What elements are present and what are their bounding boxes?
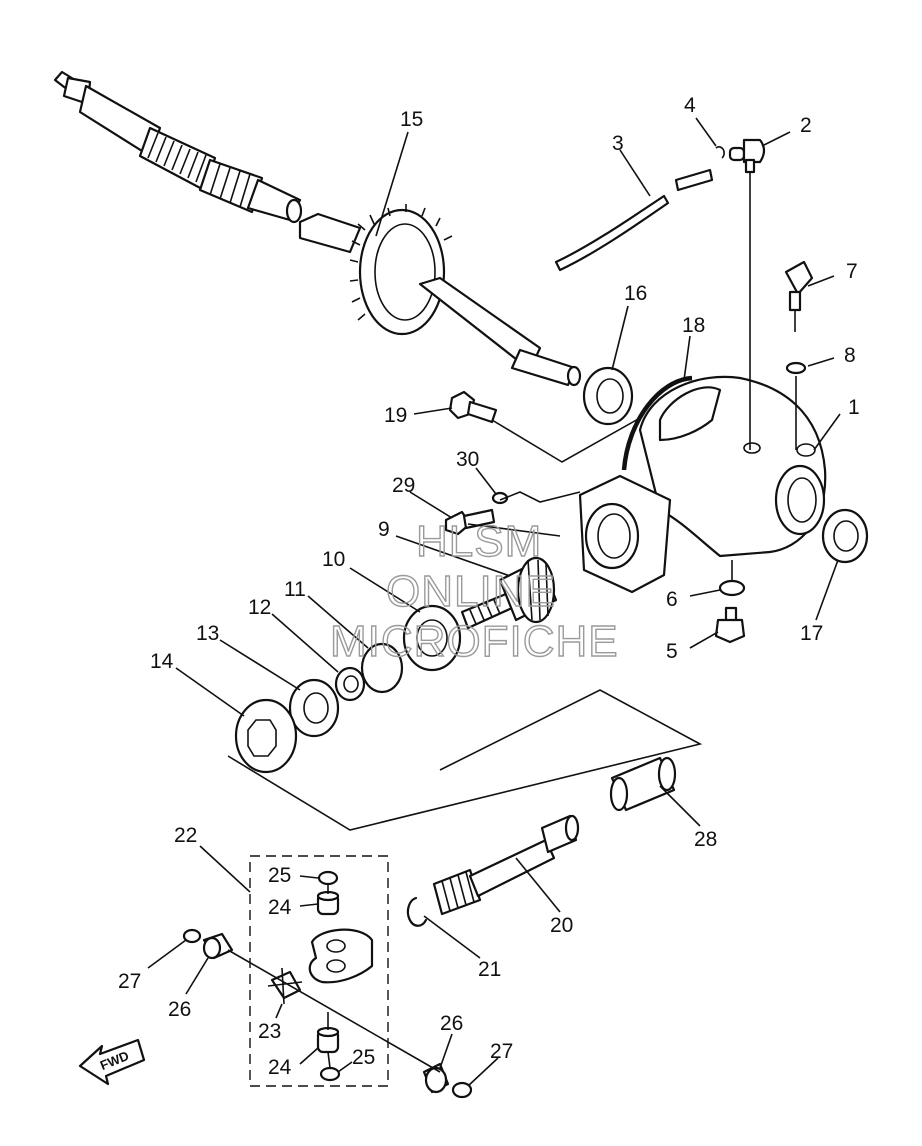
part-18-o-ring (621, 375, 693, 471)
callout-28: 28 (694, 828, 717, 851)
callout-11: 11 (284, 578, 306, 601)
callout-1: 1 (848, 396, 860, 419)
callout-26-right: 26 (440, 1012, 463, 1035)
part-2-elbow-fitting (728, 138, 766, 174)
part-15-axle-shaft (53, 70, 582, 387)
callout-23: 23 (258, 1020, 281, 1043)
part-3-breather-hose (554, 168, 714, 272)
callout-3: 3 (612, 132, 624, 155)
part-8-o-ring (785, 361, 807, 375)
callout-16: 16 (624, 282, 647, 305)
part-25-circlip-top (317, 870, 339, 886)
callout-22: 22 (174, 824, 197, 847)
callout-13: 13 (196, 622, 219, 645)
callout-10: 10 (322, 548, 345, 571)
callout-5: 5 (666, 640, 678, 663)
callout-14: 14 (150, 650, 174, 673)
callout-7: 7 (846, 260, 858, 283)
callout-26-left: 26 (168, 998, 191, 1021)
assembly-leader-lines (227, 172, 797, 831)
part-19-bolt (448, 390, 498, 424)
u-joint-leader-lines (227, 884, 441, 1073)
part-27-washer-right (451, 1081, 473, 1099)
part-5-drain-plug (714, 606, 746, 644)
part-7-filler-cap (784, 260, 814, 332)
callout-25-bottom: 25 (352, 1046, 375, 1069)
callout-17: 17 (800, 622, 823, 645)
callout-27-right: 27 (490, 1040, 513, 1063)
part-23-spider (267, 967, 303, 1005)
watermark-line-2: ONLINE (386, 567, 556, 616)
callout-24-bottom: 24 (268, 1056, 292, 1079)
callout-2: 2 (800, 114, 812, 137)
callout-12: 12 (248, 596, 271, 619)
part-14-bearing-retainer (234, 698, 298, 774)
callout-30: 30 (456, 448, 479, 471)
part-24-bearing-cup-top (316, 890, 340, 916)
part-25-circlip-bottom (319, 1066, 341, 1082)
part-4-clip (715, 146, 725, 159)
part-yoke (308, 928, 374, 984)
part-6-gasket (718, 579, 746, 597)
part-24-bearing-cup-bottom (316, 1026, 340, 1054)
part-12-oil-seal (334, 666, 366, 702)
callout-4: 4 (684, 94, 696, 117)
callout-24-top: 24 (268, 896, 292, 919)
part-26-bearing-cup-left (202, 932, 234, 960)
part-11-o-ring (360, 642, 404, 694)
part-16-oil-seal (582, 366, 634, 426)
part-22-universal-joint-box (249, 855, 389, 1087)
fwd-direction-arrow: FWD (78, 1038, 146, 1086)
callout-21: 21 (478, 958, 501, 981)
callout-8: 8 (844, 344, 856, 367)
part-20-drive-shaft (432, 814, 580, 916)
callout-6: 6 (666, 588, 678, 611)
part-10-bearing (402, 604, 462, 672)
part-21-circlip (406, 896, 428, 927)
part-9-pinion-gear (460, 556, 558, 630)
callout-labels: 15 4 2 3 7 16 18 8 19 1 30 29 9 10 11 12… (118, 94, 860, 1079)
watermark-line-3: MICROFICHE (330, 617, 619, 666)
part-17-oil-seal (821, 508, 869, 564)
callout-9: 9 (378, 518, 390, 541)
callout-15: 15 (400, 108, 423, 131)
part-1-gear-case (578, 375, 827, 594)
part-13-bearing (288, 678, 340, 738)
callout-leaders (147, 117, 841, 1087)
watermark: HLSM ONLINE MICROFICHE (329, 516, 619, 666)
callout-20: 20 (550, 914, 573, 937)
part-27-washer-left (182, 928, 202, 944)
callout-19: 19 (384, 404, 407, 427)
part-26-bearing-cup-right (422, 1062, 450, 1094)
callout-27-left: 27 (118, 970, 141, 993)
callout-29: 29 (392, 474, 415, 497)
callout-18: 18 (682, 314, 705, 337)
watermark-line-1: HLSM (416, 517, 542, 566)
callout-25-top: 25 (268, 864, 291, 887)
part-28-coupling-sleeve (609, 756, 677, 812)
